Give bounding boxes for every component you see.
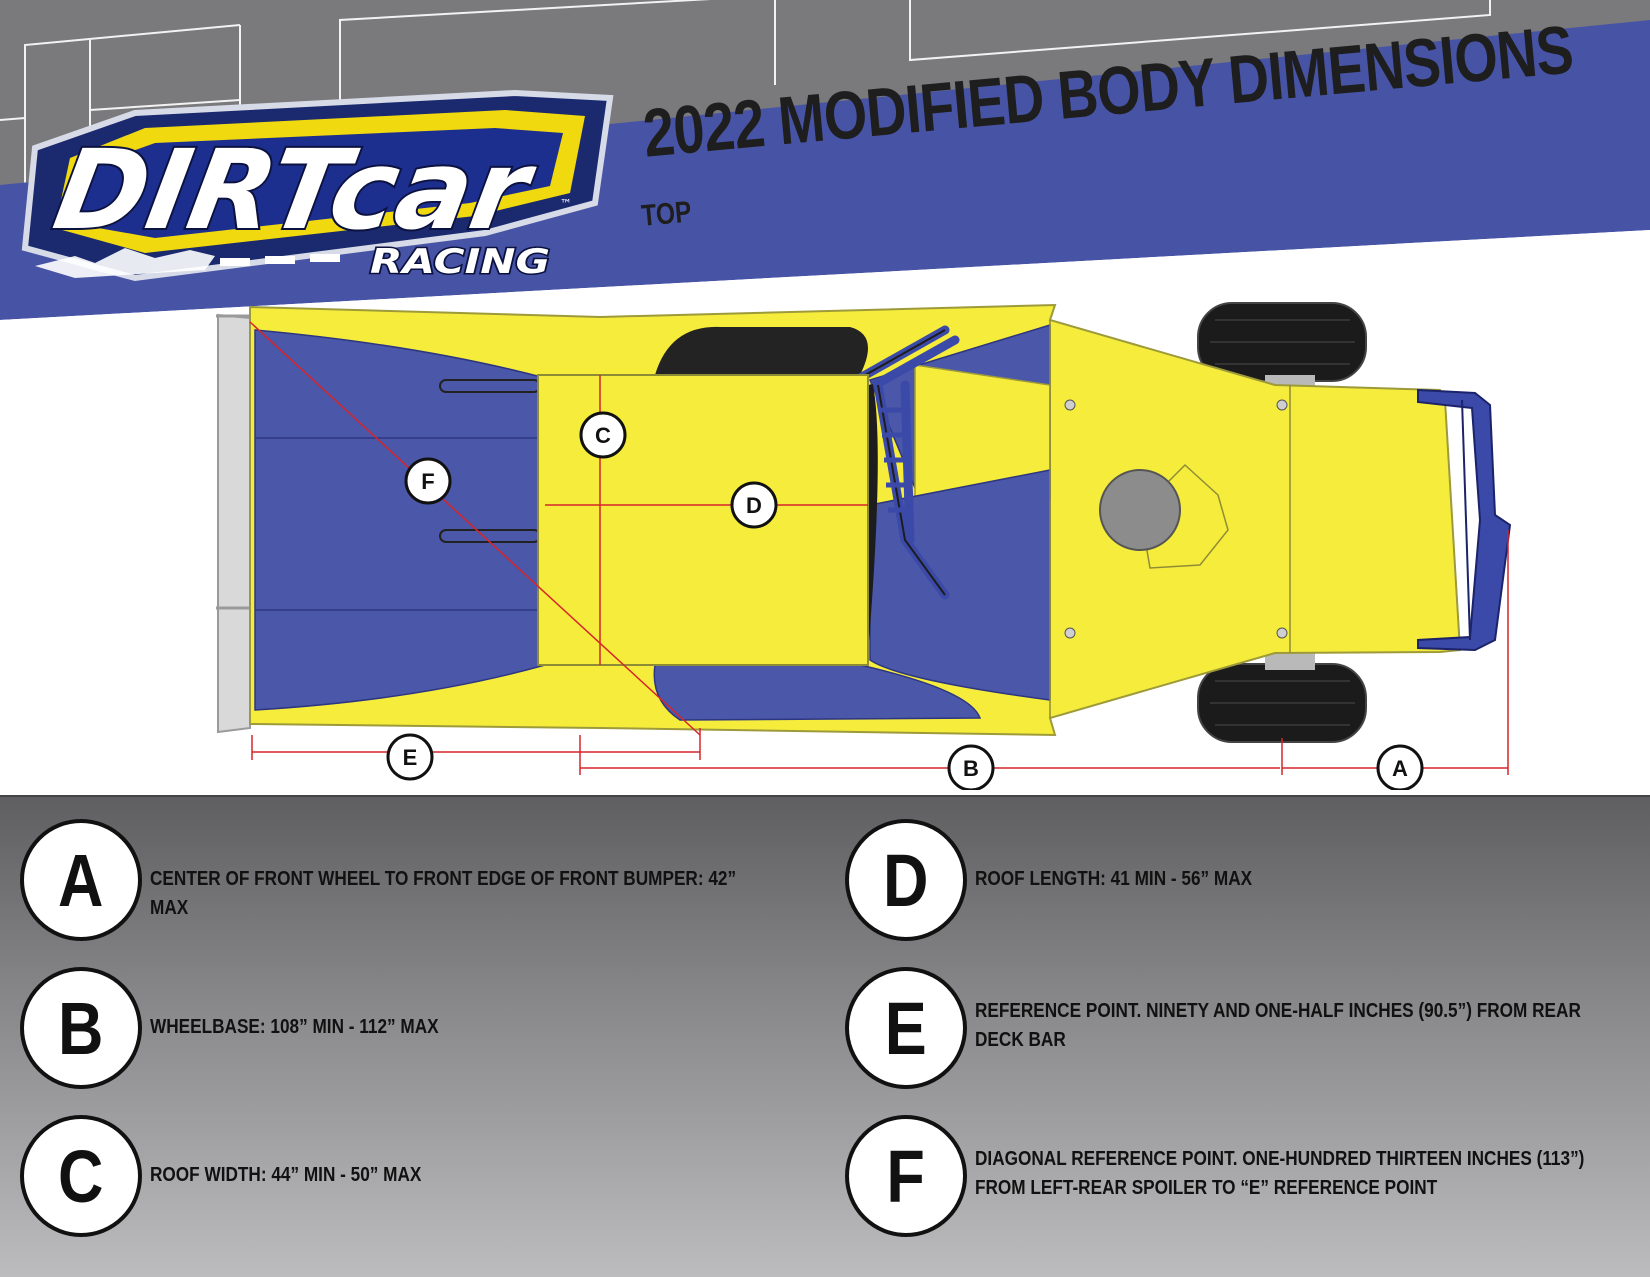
legend-text-b: WHEELBASE: 108” MIN - 112” MAX [150, 1016, 439, 1038]
legend-badge-a: A [20, 819, 142, 941]
legend-badge-e: E [845, 967, 967, 1089]
dirtcar-racing-logo: DIRTcar RACING ™ [21, 89, 614, 284]
legend-entry-f: F DIAGONAL REFERENCE POINT. ONE-HUNDRED … [845, 1115, 1650, 1237]
svg-text:C: C [595, 423, 611, 448]
legend-entry-a: A CENTER OF FRONT WHEEL TO FRONT EDGE OF… [20, 819, 870, 941]
legend-badge-c: C [20, 1115, 142, 1237]
legend-text-e: REFERENCE POINT. NINETY AND ONE-HALF INC… [975, 1000, 1581, 1051]
legend-entry-c: C ROOF WIDTH: 44” MIN - 50” MAX [20, 1115, 870, 1237]
page-subtitle: TOP [640, 195, 693, 233]
car-top-view-diagram: C F D E B A [216, 302, 1512, 790]
svg-text:B: B [963, 756, 979, 781]
svg-text:DIRTcar: DIRTcar [46, 127, 545, 255]
svg-text:F: F [421, 469, 434, 494]
front-bumper [1417, 388, 1512, 652]
legend-text-a: CENTER OF FRONT WHEEL TO FRONT EDGE OF F… [150, 868, 737, 919]
marker-c: C [579, 411, 627, 459]
svg-text:D: D [746, 493, 762, 518]
air-cleaner [1099, 469, 1181, 551]
marker-f: F [404, 457, 452, 505]
marker-a: A [1376, 744, 1424, 790]
legend-badge-b: B [20, 967, 142, 1089]
legend-text-f: DIAGONAL REFERENCE POINT. ONE-HUNDRED TH… [975, 1148, 1585, 1199]
svg-text:™: ™ [560, 197, 572, 211]
dimension-legend: A CENTER OF FRONT WHEEL TO FRONT EDGE OF… [0, 795, 1650, 1277]
marker-b: B [947, 744, 995, 790]
legend-badge-d: D [845, 819, 967, 941]
svg-text:E: E [403, 745, 418, 770]
svg-text:RACING: RACING [370, 242, 550, 282]
legend-entry-d: D ROOF LENGTH: 41 MIN - 56” MAX [845, 819, 1650, 941]
svg-text:A: A [1392, 756, 1408, 781]
marker-e: E [386, 733, 434, 781]
legend-text-d: ROOF LENGTH: 41 MIN - 56” MAX [975, 868, 1253, 890]
rear-spoiler [217, 313, 251, 734]
legend-entry-e: E REFERENCE POINT. NINETY AND ONE-HALF I… [845, 967, 1650, 1089]
marker-d: D [730, 481, 778, 529]
legend-entry-b: B WHEELBASE: 108” MIN - 112” MAX [20, 967, 870, 1089]
legend-badge-f: F [845, 1115, 967, 1237]
legend-text-c: ROOF WIDTH: 44” MIN - 50” MAX [150, 1164, 422, 1186]
